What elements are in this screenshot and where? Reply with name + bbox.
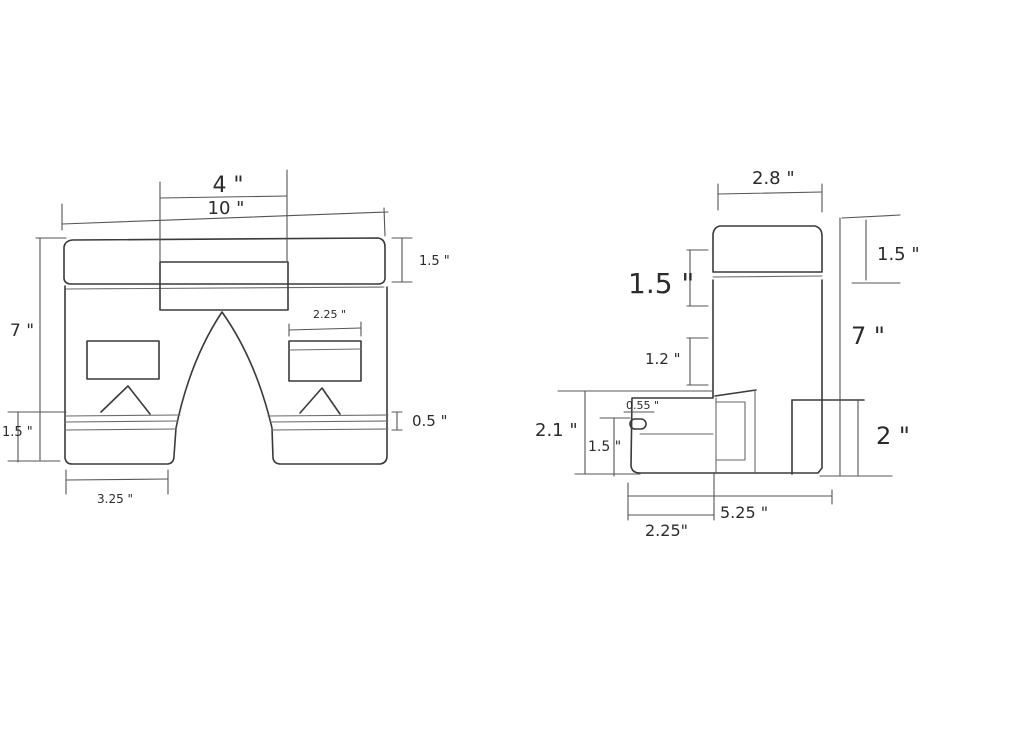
label-side-slot-width: 0.55 " — [626, 399, 659, 412]
side-column — [630, 279, 823, 474]
side-top-block — [712, 225, 823, 273]
label-front-leg-width: 3.25 " — [97, 492, 133, 506]
label-front-top-band: 1.5 " — [419, 254, 450, 269]
label-side-mid-notch: 1.2 " — [645, 350, 681, 368]
front-right-window — [288, 340, 362, 382]
front-left-triangle — [100, 385, 151, 415]
label-front-window-width: 2.25 " — [313, 308, 346, 321]
label-side-base-height: 2.1 " — [535, 420, 578, 441]
label-side-foot-height: 2 " — [876, 422, 910, 450]
front-top-bar — [63, 237, 386, 285]
front-center-block — [159, 261, 289, 311]
label-side-front-depth: 2.25" — [645, 521, 688, 540]
label-side-height: 7 " — [851, 322, 885, 350]
front-body — [64, 285, 388, 465]
label-front-height: 7 " — [10, 321, 34, 341]
label-side-upper-notch: 1.5 " — [628, 267, 694, 300]
label-side-top-band: 1.5 " — [877, 244, 920, 265]
label-front-overall-width: 10 " — [208, 198, 245, 219]
front-view — [7, 169, 413, 495]
label-side-slot-height: 1.5 " — [588, 439, 621, 455]
side-slot — [629, 418, 647, 430]
label-front-strip: 0.5 " — [412, 412, 448, 430]
label-side-top-width: 2.8 " — [752, 168, 795, 189]
side-view — [557, 183, 901, 521]
label-front-base-band: 1.5 " — [2, 425, 33, 440]
label-side-overall-depth: 5.25 " — [720, 503, 768, 522]
front-right-triangle — [299, 387, 341, 415]
label-front-top-inner-width: 4 " — [212, 173, 243, 198]
front-left-window — [86, 340, 160, 380]
